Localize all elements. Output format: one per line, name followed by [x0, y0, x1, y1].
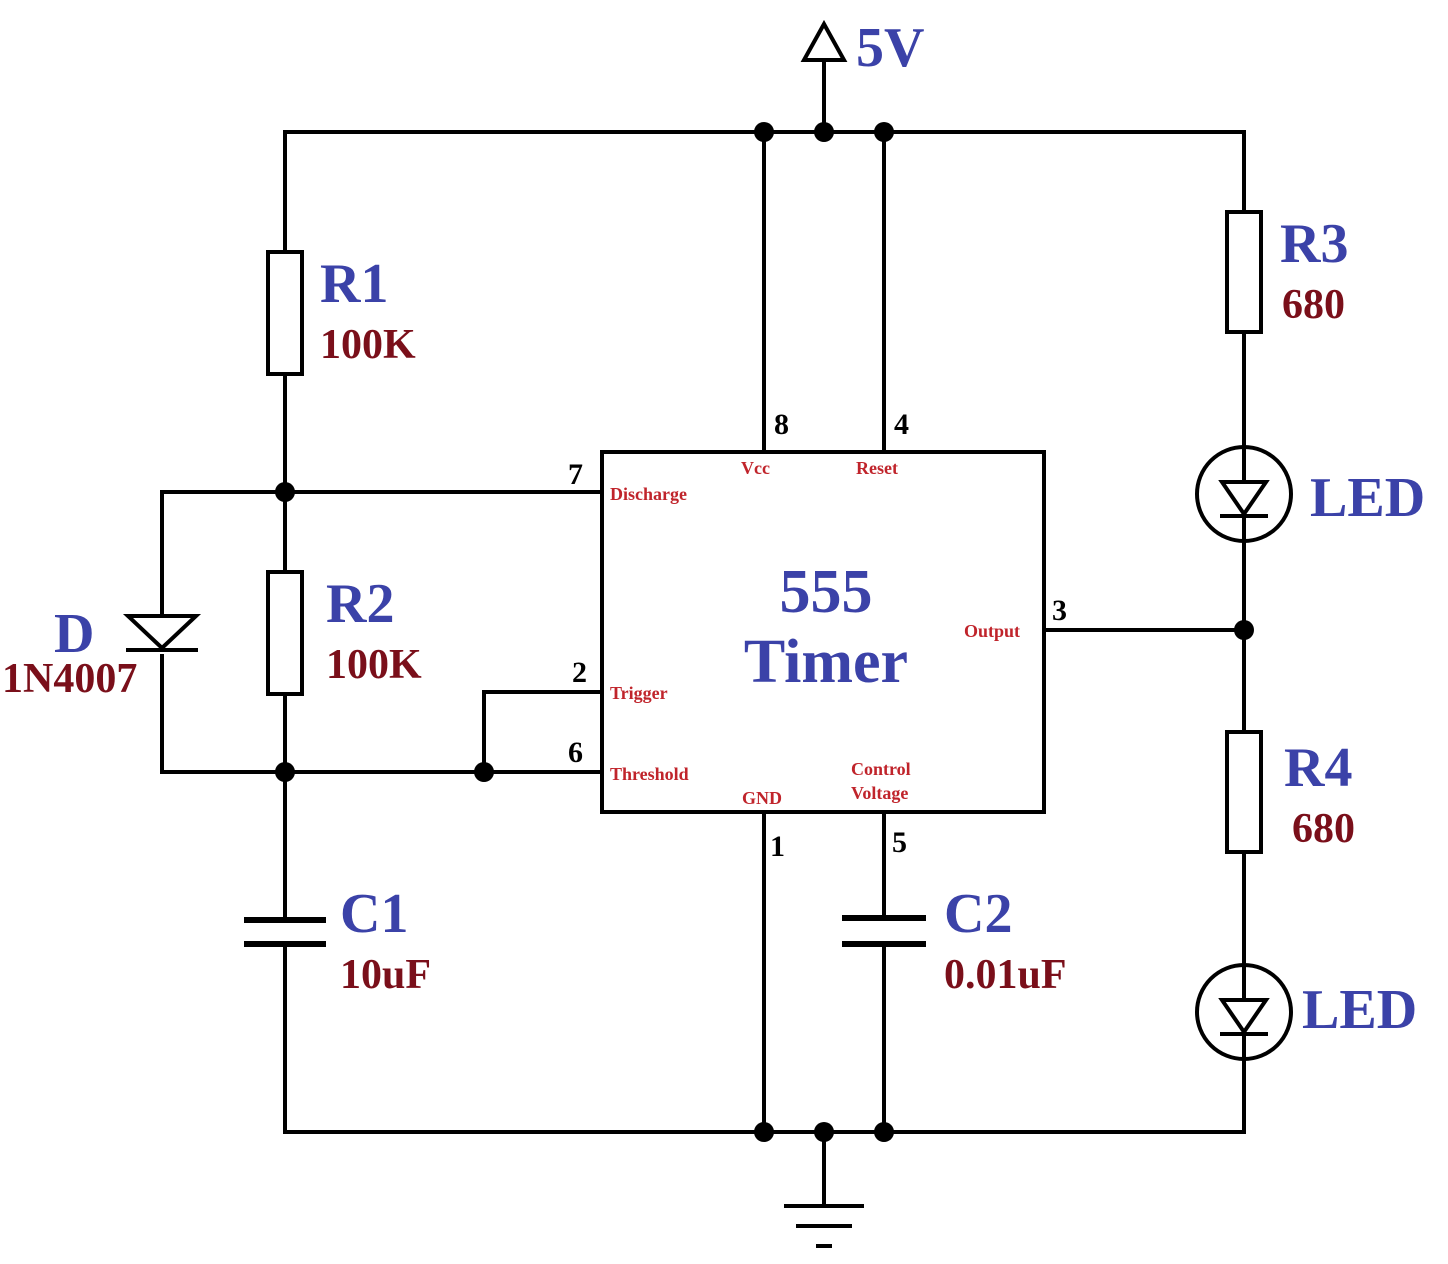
wires [160, 56, 1246, 1208]
resistor-r3 [1225, 210, 1263, 334]
trigger-wire [482, 690, 604, 774]
c1-name: C1 [340, 883, 408, 945]
ic-title-timer: Timer [744, 628, 908, 696]
resistor-r1 [266, 250, 304, 376]
junction-dot [474, 762, 494, 782]
led-2 [1195, 963, 1293, 1061]
pin-number-3: 3 [1052, 594, 1067, 627]
c1-value: 10uF [340, 952, 431, 998]
pin-label-threshold: Threshold [610, 764, 689, 784]
pin-label-discharge: Discharge [610, 484, 687, 504]
r2-name: R2 [326, 573, 394, 635]
diode-d [122, 614, 202, 654]
pin-number-5: 5 [892, 826, 907, 859]
pin-number-7: 7 [568, 458, 583, 491]
junction-dot [814, 1122, 834, 1142]
led-1 [1195, 445, 1293, 543]
junction-dot [275, 762, 295, 782]
junction-dot [874, 122, 894, 142]
ic-title-555: 555 [780, 558, 873, 626]
pin-number-4: 4 [894, 408, 909, 441]
capacitor-c2 [842, 915, 926, 947]
junction-dot [814, 122, 834, 142]
r1-value: 100K [320, 322, 416, 368]
r4-name: R4 [1284, 737, 1352, 799]
pin-number-1: 1 [770, 830, 785, 863]
pin-number-8: 8 [774, 408, 789, 441]
pin-label-output: Output [964, 621, 1020, 641]
ic-555-body [600, 450, 1046, 814]
resistor-r4 [1225, 730, 1263, 854]
r3-name: R3 [1280, 213, 1348, 275]
pin-number-2: 2 [572, 656, 587, 689]
resistor-r2 [266, 570, 304, 696]
pin-label-trigger: Trigger [610, 683, 668, 703]
junction-dot [754, 1122, 774, 1142]
d-name: D [54, 603, 94, 665]
r4-value: 680 [1292, 806, 1355, 852]
supply-label: 5V [856, 17, 924, 79]
junctions [275, 122, 1254, 1142]
junction-dot [275, 482, 295, 502]
supply-arrow-icon [800, 19, 848, 62]
junction-dot [1234, 620, 1254, 640]
r2-value: 100K [326, 642, 422, 688]
junction-dot [874, 1122, 894, 1142]
ground-icon [784, 1204, 864, 1248]
d-value: 1N4007 [2, 656, 137, 702]
c2-name: C2 [944, 883, 1012, 945]
capacitor-c1 [244, 917, 326, 947]
pin-label-reset: Reset [856, 458, 898, 478]
pin-label-gnd: GND [742, 788, 782, 808]
junction-dot [754, 122, 774, 142]
pin-label-vcc: Vcc [741, 458, 770, 478]
r3-value: 680 [1282, 282, 1345, 328]
pin-number-6: 6 [568, 736, 583, 769]
r1-name: R1 [320, 253, 388, 315]
c2-value: 0.01uF [944, 952, 1067, 998]
led1-name: LED [1310, 467, 1425, 529]
led2-name: LED [1302, 979, 1417, 1041]
pin-label-control: Control [851, 759, 911, 779]
pin-label-voltage: Voltage [851, 783, 908, 803]
